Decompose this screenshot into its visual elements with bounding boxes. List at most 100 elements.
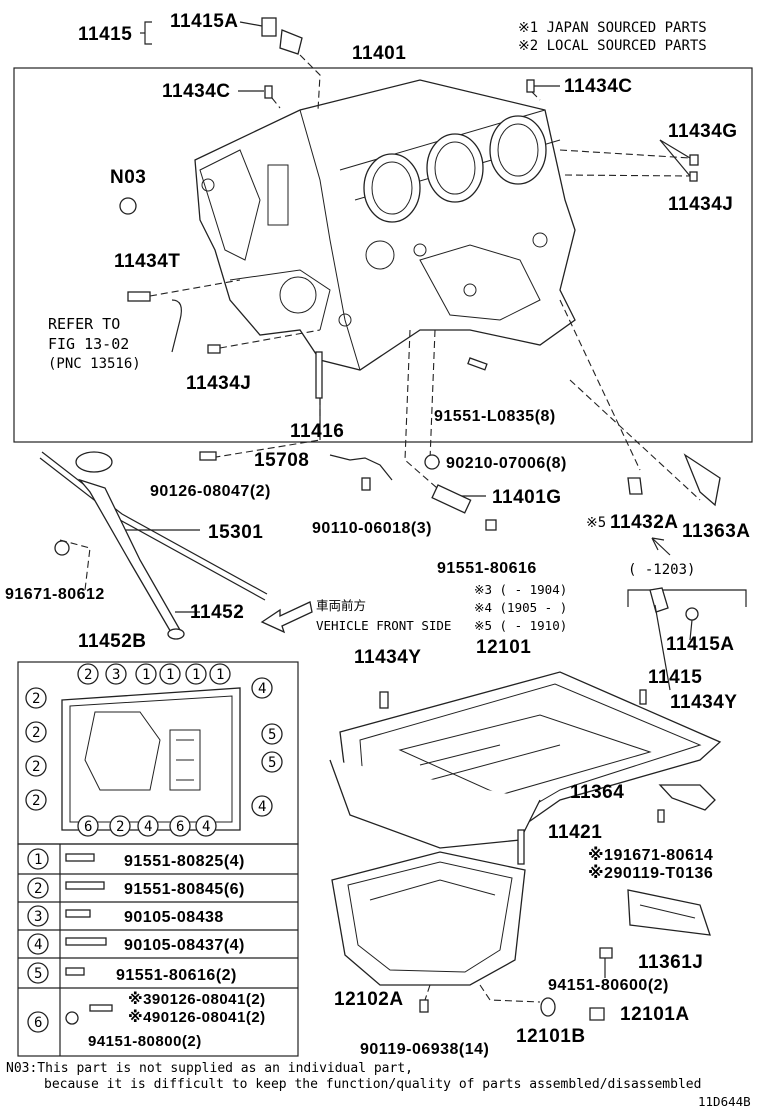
label-15708: 15708 bbox=[254, 450, 309, 471]
label-11434C-left: 11434C bbox=[162, 81, 231, 102]
label-12101A: 12101A bbox=[620, 1004, 690, 1025]
label-90210-07006: 90210-07006(8) bbox=[446, 455, 567, 472]
svg-text:5: 5 bbox=[34, 966, 42, 982]
local-sourced-note: ※2 LOCAL SOURCED PARTS bbox=[518, 38, 707, 54]
baffle-parts-drawing bbox=[599, 784, 716, 978]
label-11434J-right: 11434J bbox=[668, 194, 733, 215]
label-11434Y-left: 11434Y bbox=[354, 647, 421, 668]
japan-sourced-note: ※1 JAPAN SOURCED PARTS bbox=[518, 20, 707, 36]
label-90110-06018: 90110-06018(3) bbox=[312, 520, 432, 537]
refer-line2: FIG 13-02 bbox=[48, 335, 129, 353]
svg-text:4: 4 bbox=[258, 799, 266, 815]
vehicle-front-arrow bbox=[260, 601, 313, 634]
label-11434C-right: 11434C bbox=[564, 76, 633, 97]
svg-text:1: 1 bbox=[192, 667, 200, 683]
label-91671-80614: ※191671-80614 bbox=[588, 846, 713, 864]
svg-text:6: 6 bbox=[84, 819, 92, 835]
refer-line3: (PNC 13516) bbox=[48, 356, 141, 372]
label-11434J-left: 11434J bbox=[186, 373, 251, 394]
oil-level-gauge-drawing bbox=[39, 451, 268, 640]
label-11434T: 11434T bbox=[114, 251, 180, 272]
label-12102A: 12102A bbox=[334, 989, 404, 1010]
svg-text:2: 2 bbox=[116, 819, 124, 835]
legend-row-6c: 94151-80800(2) bbox=[88, 1033, 202, 1050]
refer-line1: REFER TO bbox=[48, 315, 120, 333]
label-11361J: 11361J bbox=[638, 952, 703, 973]
svg-text:4: 4 bbox=[144, 819, 152, 835]
solid-leaders bbox=[120, 21, 691, 613]
oil-pan-lower-drawing bbox=[331, 851, 605, 1021]
legend-row-5: 91551-80616(2) bbox=[116, 967, 237, 984]
legend-parts: 91551-80825(4) 91551-80845(6) 90105-0843… bbox=[88, 853, 266, 1050]
label-11401: 11401 bbox=[352, 43, 406, 64]
sensor-drawing bbox=[199, 451, 721, 531]
label-11415A-top: 11415A bbox=[170, 11, 239, 32]
vehicle-front-en: VEHICLE FRONT SIDE bbox=[316, 618, 451, 633]
label-11452: 11452 bbox=[190, 602, 244, 623]
label-11416: 11416 bbox=[290, 421, 344, 442]
label-11364: 11364 bbox=[570, 782, 624, 803]
oil-pan-upper-drawing bbox=[329, 671, 722, 865]
footnote-4: ※4 (1905 - ) bbox=[474, 600, 567, 615]
mark-11432A: ※5 bbox=[586, 515, 606, 531]
label-90119-06938: 90119-06938(14) bbox=[360, 1041, 489, 1058]
label-90119-T0136: ※290119-T0136 bbox=[588, 864, 713, 882]
pointer-arrow bbox=[651, 537, 671, 556]
svg-text:4: 4 bbox=[258, 681, 266, 697]
label-91551-L0835: 91551-L0835(8) bbox=[434, 408, 556, 425]
legend-row-2: 91551-80845(6) bbox=[124, 881, 245, 898]
svg-text:2: 2 bbox=[32, 793, 40, 809]
label-11434Y-right: 11434Y bbox=[670, 692, 737, 713]
bolt-icons bbox=[65, 853, 113, 1025]
legend-row-6b: ※490126-08041(2) bbox=[128, 1008, 266, 1026]
label-91671-80612: 91671-80612 bbox=[5, 586, 105, 603]
svg-text:6: 6 bbox=[34, 1015, 42, 1031]
callout-labels: ※1 JAPAN SOURCED PARTS ※2 LOCAL SOURCED … bbox=[5, 11, 751, 1058]
svg-text:1: 1 bbox=[34, 852, 42, 868]
label-11415-mid: 11415 bbox=[648, 667, 702, 688]
small-parts-upper bbox=[119, 17, 699, 399]
svg-text:2: 2 bbox=[84, 667, 92, 683]
svg-text:1: 1 bbox=[216, 667, 224, 683]
label-12101B: 12101B bbox=[516, 1026, 586, 1047]
label-11432A: 11432A bbox=[610, 512, 679, 533]
legend-row-4: 90105-08437(4) bbox=[124, 937, 245, 954]
legend-table-grid bbox=[17, 843, 299, 1057]
label-91551-80616: 91551-80616 bbox=[437, 560, 537, 577]
svg-text:1: 1 bbox=[142, 667, 150, 683]
svg-text:3: 3 bbox=[112, 667, 120, 683]
svg-text:4: 4 bbox=[34, 937, 42, 953]
svg-text:3: 3 bbox=[34, 909, 42, 925]
label-94151-80600: 94151-80600(2) bbox=[548, 977, 669, 994]
legend-row-1: 91551-80825(4) bbox=[124, 853, 245, 870]
footnote-5: ※5 ( - 1910) bbox=[474, 618, 567, 633]
svg-text:2: 2 bbox=[32, 759, 40, 775]
bolt-position-markers: 2 3 1 1 1 1 4 2 2 2 2 5 5 4 6 2 4 6 4 bbox=[25, 663, 283, 837]
figure-id: 11D644B bbox=[698, 1094, 751, 1109]
footnote-3: ※3 ( - 1904) bbox=[474, 582, 567, 597]
label-11415A-mid: 11415A bbox=[666, 634, 735, 655]
footnote-line1: N03:This part is not supplied as an indi… bbox=[6, 1061, 413, 1076]
svg-text:6: 6 bbox=[176, 819, 184, 835]
svg-text:2: 2 bbox=[34, 881, 42, 897]
cylinder-block-drawing bbox=[194, 79, 576, 371]
label-N03: N03 bbox=[110, 167, 146, 188]
svg-text:2: 2 bbox=[32, 691, 40, 707]
range-1203: ( -1203) bbox=[628, 562, 695, 578]
label-11363A: 11363A bbox=[682, 521, 751, 542]
label-11452B: 11452B bbox=[78, 631, 147, 652]
legend-numbers: 1 2 3 4 5 6 bbox=[27, 848, 49, 1033]
bracket-1203 bbox=[627, 589, 747, 607]
svg-text:4: 4 bbox=[202, 819, 210, 835]
legend-row-3: 90105-08438 bbox=[124, 909, 224, 926]
svg-text:5: 5 bbox=[268, 755, 276, 771]
vehicle-front-jp: 車両前方 bbox=[316, 598, 366, 613]
label-11421: 11421 bbox=[548, 822, 602, 843]
svg-text:5: 5 bbox=[268, 727, 276, 743]
label-11401G: 11401G bbox=[492, 487, 562, 508]
label-15301: 15301 bbox=[208, 522, 263, 543]
bolt-position-pan bbox=[61, 687, 241, 831]
svg-text:1: 1 bbox=[166, 667, 174, 683]
legend-row-6a: ※390126-08041(2) bbox=[128, 990, 266, 1008]
